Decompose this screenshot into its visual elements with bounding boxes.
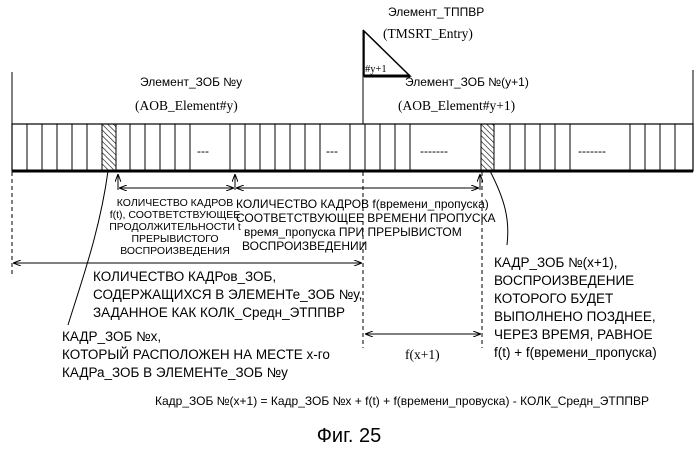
figure-caption: Фиг. 25 [317,425,382,447]
svg-text:f(t) + f(времени_пропуска): f(t) + f(времени_пропуска) [494,345,657,360]
svg-text:ЧЕРЕЗ ВРЕМЯ, РАВНОЕ: ЧЕРЕЗ ВРЕМЯ, РАВНОЕ [494,327,653,342]
formula: Кадр_ЗОБ №(x+1) = Кадр_ЗОБ №x + f(t) + f… [155,394,649,408]
frame-x-label: КАДР_ЗОБ №х, КОТОРЫЙ РАСПОЛОЖЕН НА МЕСТЕ… [62,329,330,380]
svg-text:КАДР_ЗОБ №(х+1),: КАДР_ЗОБ №(х+1), [494,255,617,270]
ellipsis-1: --- [197,144,209,158]
svg-text:СООТВЕТСТВУЮЩЕЕ ВРЕМЕНИ ПРОПУС: СООТВЕТСТВУЮЩЕЕ ВРЕМЕНИ ПРОПУСКА [236,211,496,225]
ellipsis-3: ------- [420,144,448,158]
aob-y1-subtitle: (AOB_Element#y+1) [398,98,515,113]
fx1-label: f(x+1) [405,347,440,362]
ellipsis-4: ------- [578,144,606,158]
svg-text:ВОСПРОИЗВЕДЕНИИ: ВОСПРОИЗВЕДЕНИИ [242,239,367,253]
svg-text:КОТОРЫЙ РАСПОЛОЖЕН НА МЕСТЕ х: КОТОРЫЙ РАСПОЛОЖЕН НА МЕСТЕ х-го [62,347,330,362]
svg-text:ВОСПРОИЗВЕДЕНИЕ: ВОСПРОИЗВЕДЕНИЕ [494,273,634,288]
svg-text:КОЛИЧЕСТВО КАДРов_ЗОБ,: КОЛИЧЕСТВО КАДРов_ЗОБ, [93,269,276,284]
tmsrt-subtitle: (TMSRT_Entry) [383,26,473,41]
svg-text:ВЫПОЛНЕНО ПОЗДНЕЕ,: ВЫПОЛНЕНО ПОЗДНЕЕ, [494,309,656,324]
frame-x-hatched [102,124,116,171]
frame-x1-label: КАДР_ЗОБ №(х+1), ВОСПРОИЗВЕДЕНИЕ КОТОРОГ… [494,255,657,360]
skip-label: КОЛИЧЕСТВО КАДРОВ f(времени_пропуска) СО… [236,197,496,253]
svg-text:КАДРа_ЗОБ В ЭЛЕМЕНТе_ЗОБ №у: КАДРа_ЗОБ В ЭЛЕМЕНТе_ЗОБ №у [62,365,288,380]
aob-y-title: Элемент_ЗОБ №у [140,75,242,89]
ft-label: КОЛИЧЕСТВО КАДРОВ f(t), СООТВЕТСТВУЮЩЕЕ … [109,197,241,257]
svg-text:КОЛИЧЕСТВО КАДРОВ: КОЛИЧЕСТВО КАДРОВ [117,197,233,209]
svg-text:ПРОДОЛЖИТЕЛЬНОСТИ t: ПРОДОЛЖИТЕЛЬНОСТИ t [109,221,241,233]
svg-text:ЗАДАННОЕ КАК КОЛК_Средн_ЭТППВР: ЗАДАННОЕ КАК КОЛК_Средн_ЭТППВР [93,305,345,320]
svg-text:ВОСПРОИЗВЕДЕНИЯ: ВОСПРОИЗВЕДЕНИЯ [120,245,230,257]
aob-y1-title: Элемент_ЗОБ №(y+1) [405,75,529,89]
tmsrt-title: Элемент_ТППВР [388,5,484,19]
svg-text:КОТОРОГО БУДЕТ: КОТОРОГО БУДЕТ [494,291,613,306]
svg-text:время_пропуска ПРИ ПРЕРЫВИСТО: время_пропуска ПРИ ПРЕРЫВИСТОМ [244,225,462,239]
tmsrt-marker: #y+1 [365,64,387,75]
svg-text:КОЛИЧЕСТВО КАДРОВ f(времени_пр: КОЛИЧЕСТВО КАДРОВ f(времени_пропуска) [236,197,489,211]
avg-label: КОЛИЧЕСТВО КАДРов_ЗОБ, СОДЕРЖАЩИХСЯ В ЭЛ… [93,269,362,320]
svg-text:ПРЕРЫВИСТОГО: ПРЕРЫВИСТОГО [131,233,218,245]
svg-text:СОДЕРЖАЩИХСЯ В ЭЛЕМЕНТе_ЗОБ №у: СОДЕРЖАЩИХСЯ В ЭЛЕМЕНТе_ЗОБ №у, [93,287,362,302]
aob-y-subtitle: (AOB_Element#y) [135,98,238,113]
ellipsis-2: --- [326,144,338,158]
svg-text:f(t), СООТВЕТСТВУЮЩЕЕ: f(t), СООТВЕТСТВУЮЩЕЕ [110,209,241,221]
frame-x1-hatched [481,124,494,171]
svg-text:КАДР_ЗОБ №х,: КАДР_ЗОБ №х, [62,329,161,344]
